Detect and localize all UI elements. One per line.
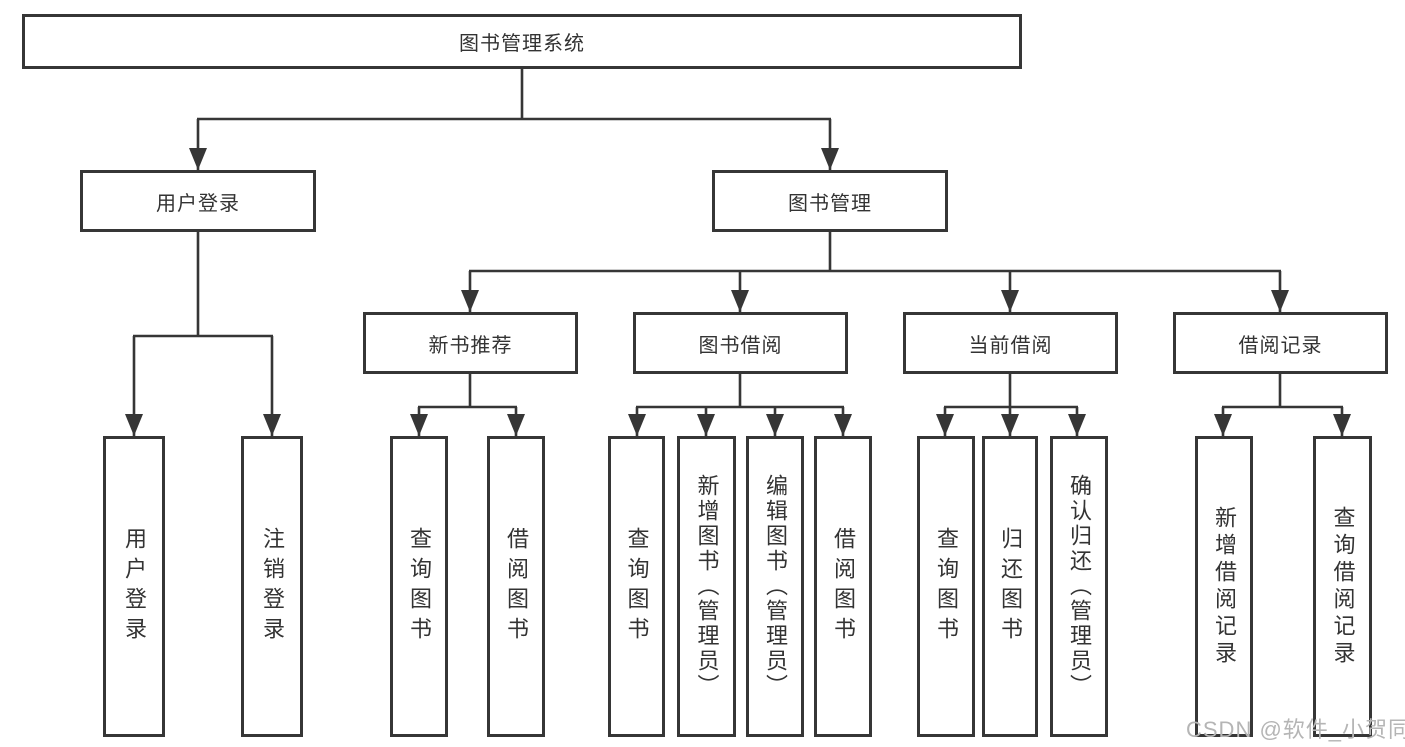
node-library-system: 图书管理系统 — [22, 14, 1022, 69]
leaf-br-query-record: 查询借阅记录 — [1313, 436, 1372, 737]
node-borrow-records: 借阅记录 — [1173, 312, 1388, 374]
node-book-borrowing: 图书借阅 — [633, 312, 848, 374]
leaf-cb-query-books: 查询图书 — [917, 436, 975, 737]
leaf-br-add-record: 新增借阅记录 — [1195, 436, 1253, 737]
leaf-bb-add-book-admin: 新增图书（管理员） — [677, 436, 736, 737]
node-user-login: 用户登录 — [80, 170, 316, 232]
leaf-nb-query-books: 查询图书 — [390, 436, 448, 737]
leaf-nb-borrow-books: 借阅图书 — [487, 436, 545, 737]
leaf-bb-borrow-books: 借阅图书 — [814, 436, 872, 737]
node-book-management: 图书管理 — [712, 170, 948, 232]
leaf-bb-edit-book-admin: 编辑图书（管理员） — [746, 436, 804, 737]
node-new-book-recommend: 新书推荐 — [363, 312, 578, 374]
leaf-bb-query-books: 查询图书 — [608, 436, 665, 737]
csdn-watermark: CSDN @软件_小贺同学 — [1186, 717, 1405, 742]
leaf-cb-return-books: 归还图书 — [982, 436, 1038, 737]
leaf-user-login: 用户登录 — [103, 436, 165, 737]
leaf-cb-confirm-return-admin: 确认归还（管理员） — [1050, 436, 1108, 737]
leaf-logout: 注销登录 — [241, 436, 303, 737]
node-current-borrowing: 当前借阅 — [903, 312, 1118, 374]
